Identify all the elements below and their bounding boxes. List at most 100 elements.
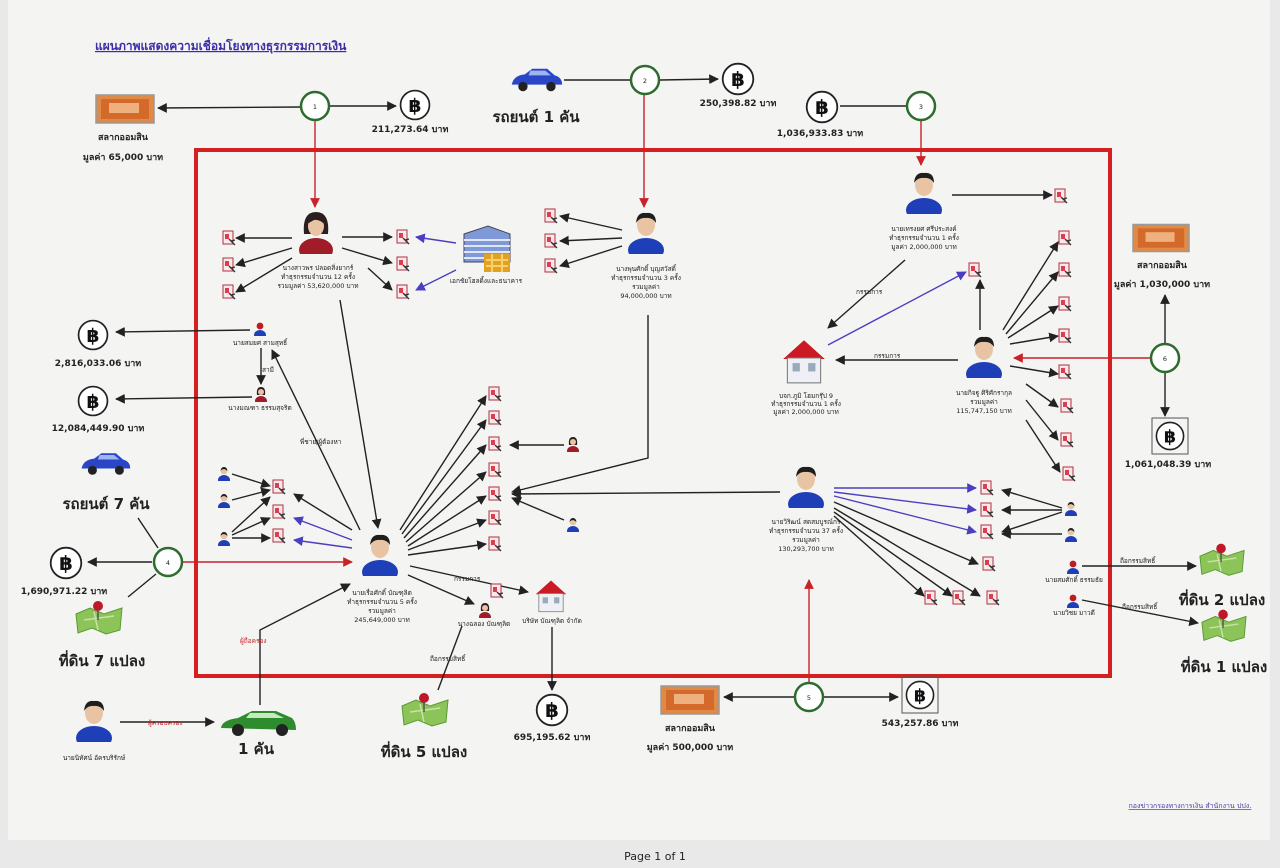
entity-company[interactable]: บริษัท บัณฑุลิต จำกัด — [522, 580, 582, 625]
person-man-right[interactable]: นายกิจฐู ศิริศักรากุล รวมมูลค่า 115,747,… — [956, 336, 1012, 415]
cluster-small-persons-right[interactable] — [1065, 502, 1077, 546]
edge-woman-center — [339, 299, 382, 529]
transaction-document-icon[interactable] — [488, 386, 502, 402]
person-man-center[interactable]: นายเรื่อศักดิ์ บัณฑุลิต ทำธุรกรรมจำนวน 5… — [347, 534, 417, 624]
transaction-document-icon[interactable] — [396, 256, 410, 272]
transaction-document-icon[interactable] — [396, 229, 410, 245]
entity-house-right[interactable]: บจก.ภูมิ โฮมกรุ๊ป 9 ทำธุรกรรมจำนวน 1 ครั… — [771, 339, 841, 416]
transaction-document-icon[interactable] — [488, 410, 502, 426]
transaction-document-icon[interactable] — [1058, 364, 1072, 380]
hub-4[interactable]: 4 — [152, 546, 184, 578]
entity-bank[interactable]: เอกชัยโฮลดิ้งและธนาคาร — [450, 225, 523, 285]
transaction-document-icon[interactable] — [1060, 398, 1074, 414]
land-node-5[interactable]: ที่ดิน 5 แปลง — [381, 692, 467, 761]
svg-text:ทำธุรกรรมจำนวน 5 ครั้ง: ทำธุรกรรมจำนวน 5 ครั้ง — [347, 597, 417, 606]
svg-text:นายวิชย มาวดี: นายวิชย มาวดี — [1053, 609, 1095, 617]
transaction-document-icon[interactable] — [488, 462, 502, 478]
lottery-node-1[interactable]: สลากออมสิน มูลค่า 65,000 บาท — [83, 94, 163, 163]
lottery-node-5[interactable]: สลากออมสิน มูลค่า 500,000 บาท — [647, 685, 734, 753]
transaction-document-icon[interactable] — [272, 504, 286, 520]
cash-node-3[interactable]: 1,036,933.83 บาท — [777, 90, 864, 139]
person-small-man-center[interactable] — [567, 518, 579, 536]
cash-node-company[interactable]: 695,195.62 บาท — [514, 693, 591, 743]
svg-text:1: 1 — [313, 103, 317, 111]
cash-node-left-b[interactable]: 12,084,449.90 บาท — [52, 385, 145, 434]
transaction-document-icon[interactable] — [980, 524, 994, 540]
transaction-document-icon[interactable] — [1062, 466, 1076, 482]
person-small-man-right-a[interactable]: นายสมศักดิ์ ธรรมธัย — [1045, 560, 1103, 584]
transaction-document-icon[interactable] — [1058, 262, 1072, 278]
transaction-document-icon[interactable] — [488, 486, 502, 502]
transaction-document-icon[interactable] — [982, 556, 996, 572]
land-node-2[interactable]: ที่ดิน 2 แปลง — [1179, 542, 1265, 609]
baht-icon — [49, 546, 83, 580]
transaction-document-icon[interactable] — [544, 233, 558, 249]
cash-node-5[interactable]: 543,257.86 บาท — [882, 676, 959, 729]
cash-node-1[interactable]: 211,273.64 บาท — [372, 89, 449, 135]
person-woman-main[interactable]: นางสาวพร ปลอดสิ่งยากร์ ทำธุรกรรมจำนวน 12… — [277, 212, 359, 290]
cash-node-6[interactable]: 1,061,048.39 บาท — [1125, 417, 1212, 470]
lottery-node-6[interactable]: สลากออมสิน มูลค่า 1,030,000 บาท — [1114, 223, 1210, 290]
svg-text:รถยนต์ 7 คัน: รถยนต์ 7 คัน — [62, 495, 150, 513]
svg-text:นายกิจฐู ศิริศักรากุล: นายกิจฐู ศิริศักรากุล — [956, 389, 1012, 397]
transaction-document-icon[interactable] — [1054, 188, 1068, 204]
transaction-document-icon[interactable] — [396, 284, 410, 300]
svg-text:245,649,000 บาท: 245,649,000 บาท — [354, 616, 409, 624]
hub-5[interactable]: 5 — [793, 681, 825, 713]
credit-link[interactable]: กองข่าวกรองทางการเงิน สำนักงาน ปปง. — [1129, 802, 1252, 810]
cars-node-7[interactable]: รถยนต์ 7 คัน — [62, 453, 150, 513]
hub-1[interactable]: 1 — [299, 90, 331, 122]
car-icon — [511, 68, 563, 92]
person-bottom-left[interactable]: นายนิทัศน์ อัครบริรักษ์ — [63, 700, 126, 762]
transaction-document-icon[interactable] — [986, 590, 1000, 606]
svg-text:รวมมูลค่า 53,620,000 บาท: รวมมูลค่า 53,620,000 บาท — [277, 282, 358, 290]
person-man-top-center[interactable]: นางพุนศักดิ์ บุญสวัสดิ์ ทำธุรกรรมจำนวน 3… — [611, 212, 681, 300]
hub-6[interactable]: 6 — [1149, 342, 1181, 374]
transaction-document-icon[interactable] — [952, 590, 966, 606]
transaction-document-icon[interactable] — [1058, 328, 1072, 344]
transaction-document-icon[interactable] — [488, 436, 502, 452]
svg-text:2: 2 — [643, 77, 647, 85]
transaction-document-icon[interactable] — [488, 510, 502, 526]
person-small-woman-center-bottom[interactable]: นางฉลอง บัณฑุลิต — [458, 603, 511, 628]
cluster-small-persons-left[interactable] — [218, 467, 230, 550]
person-man-top-right[interactable]: นายเทรงยศ ศรีประสงค์ ทำธุรกรรมจำนวน 1 คร… — [889, 172, 959, 251]
transaction-document-icon[interactable] — [980, 502, 994, 518]
transaction-document-icon[interactable] — [490, 583, 504, 599]
transaction-document-icon[interactable] — [488, 536, 502, 552]
transaction-document-icon[interactable] — [544, 208, 558, 224]
transaction-document-icon[interactable] — [924, 590, 938, 606]
transaction-document-icon[interactable] — [544, 258, 558, 274]
transaction-document-icon[interactable] — [272, 528, 286, 544]
land-node-7[interactable]: ที่ดิน 7 แปลง — [59, 600, 145, 670]
svg-text:695,195.62 บาท: 695,195.62 บาท — [514, 733, 591, 743]
cash-node-left-a[interactable]: 2,816,033.06 บาท — [55, 319, 142, 369]
baht-icon — [1155, 421, 1185, 451]
person-small-woman-left[interactable]: นางมณฑา ธรรมสุจริต — [228, 387, 292, 412]
transaction-document-icon[interactable] — [968, 262, 982, 278]
green-car-node[interactable]: 1 คัน — [221, 711, 296, 758]
person-small-woman-center[interactable] — [567, 437, 579, 456]
svg-text:ที่ดิน 5 แปลง: ที่ดิน 5 แปลง — [381, 741, 467, 761]
person-small-man-right-b[interactable]: นายวิชย มาวดี — [1053, 594, 1095, 617]
transaction-document-icon[interactable] — [1058, 296, 1072, 312]
cash-node-4[interactable]: 1,690,971.22 บาท — [21, 546, 108, 597]
svg-text:มูลค่า 65,000 บาท: มูลค่า 65,000 บาท — [83, 152, 163, 163]
transaction-document-icon[interactable] — [980, 480, 994, 496]
person-man-center-right[interactable]: นายวิริฒน์ สดสมบูรณ์กร ทำธุรกรรมจำนวน 37… — [769, 466, 843, 553]
transaction-document-icon[interactable] — [222, 257, 236, 273]
person-small-man-left[interactable]: นายสมยศ สามสุทธิ์ — [233, 322, 289, 347]
car-node-1[interactable]: รถยนต์ 1 คัน — [492, 68, 580, 126]
transaction-document-icon[interactable] — [222, 284, 236, 300]
land-node-1[interactable]: ที่ดิน 1 แปลง — [1181, 608, 1267, 676]
person-icon — [218, 494, 230, 508]
hub-2[interactable]: 2 — [629, 64, 661, 96]
hub-3[interactable]: 3 — [905, 90, 937, 122]
transaction-document-icon[interactable] — [1058, 230, 1072, 246]
svg-text:1,061,048.39 บาท: 1,061,048.39 บาท — [1125, 460, 1212, 470]
edge-center-smallman — [271, 349, 361, 531]
transaction-document-icon[interactable] — [272, 479, 286, 495]
transaction-document-icon[interactable] — [1060, 432, 1074, 448]
transaction-document-icon[interactable] — [222, 230, 236, 246]
cash-node-2[interactable]: 250,398.82 บาท — [700, 62, 777, 109]
